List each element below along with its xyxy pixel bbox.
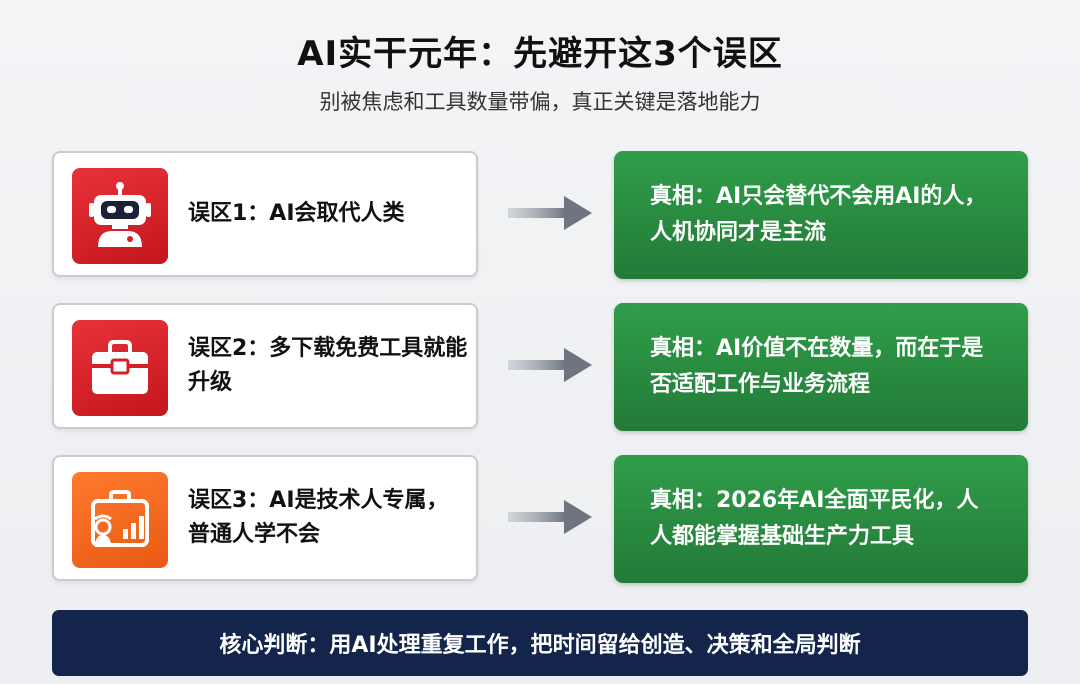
summary-bar: 核心判断：用AI处理重复工作，把时间留给创造、决策和全局判断 (52, 610, 1028, 676)
summary-text: 核心判断：用AI处理重复工作，把时间留给创造、决策和全局判断 (219, 633, 861, 658)
truth-text-1: 真相：AI只会替代不会用AI的人，人机协同才是主流 (650, 184, 987, 245)
myth-row-1: 误区1：AI会取代人类 真相：AI只会替代不会用AI的人，人机协同才是主流 (52, 151, 1028, 281)
page-title: AI实干元年：先避开这3个误区 (297, 34, 783, 74)
myth-row-3: 误区3：AI是技术人专属，普通人学不会 真相：2026年AI全面平民化，人人都能… (52, 455, 1028, 585)
robot-icon (72, 168, 168, 264)
arrow-right-icon (508, 196, 592, 230)
myth-text-3: 误区3：AI是技术人专属，普通人学不会 (188, 488, 449, 547)
page-subtitle: 别被焦虑和工具数量带偏，真正关键是落地能力 (319, 90, 761, 114)
myth-row-2: 误区2：多下载免费工具就能升级 真相：AI价值不在数量，而在于是否适配工作与业务… (52, 303, 1028, 433)
myth-text-2: 误区2：多下载免费工具就能升级 (188, 336, 468, 395)
truth-card-1: 真相：AI只会替代不会用AI的人，人机协同才是主流 (614, 151, 1028, 279)
truth-text-3: 真相：2026年AI全面平民化，人人都能掌握基础生产力工具 (650, 488, 979, 549)
myth-text-1: 误区1：AI会取代人类 (188, 201, 405, 226)
truth-card-2: 真相：AI价值不在数量，而在于是否适配工作与业务流程 (614, 303, 1028, 431)
myth-card-3: 误区3：AI是技术人专属，普通人学不会 (52, 455, 478, 581)
truth-card-3: 真相：2026年AI全面平民化，人人都能掌握基础生产力工具 (614, 455, 1028, 583)
toolbox-icon (72, 320, 168, 416)
truth-text-2: 真相：AI价值不在数量，而在于是否适配工作与业务流程 (650, 336, 984, 397)
arrow-right-icon (508, 500, 592, 534)
briefcase-chart-icon (72, 472, 168, 568)
myth-card-2: 误区2：多下载免费工具就能升级 (52, 303, 478, 429)
myth-card-1: 误区1：AI会取代人类 (52, 151, 478, 277)
arrow-right-icon (508, 348, 592, 382)
